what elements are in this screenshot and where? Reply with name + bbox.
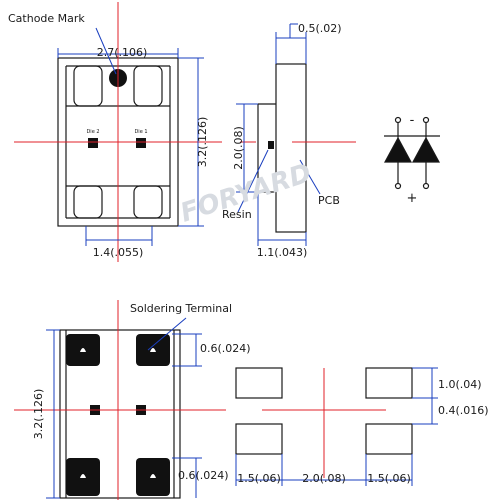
side-view bbox=[257, 63, 307, 233]
resin-label: Resin bbox=[222, 208, 252, 221]
polarity-symbol bbox=[383, 116, 441, 190]
polarity-plus: + bbox=[407, 191, 418, 206]
die-2-pad bbox=[88, 138, 98, 148]
top-view-terminal-bl bbox=[73, 185, 103, 219]
top-view-terminal-tl bbox=[73, 65, 103, 107]
land-pad-tl bbox=[235, 367, 283, 399]
dim-bottom-height: 3.2(.126) bbox=[32, 389, 45, 440]
land-pad-br bbox=[365, 423, 413, 455]
dim-pcb-mid: 2.0(.08) bbox=[302, 472, 346, 485]
die-1-pad bbox=[136, 138, 146, 148]
diode-right-icon bbox=[411, 136, 441, 163]
dim-top-height: 3.2(.126) bbox=[196, 117, 209, 168]
dimension-lines bbox=[46, 23, 438, 499]
dim-pad-top-height: 0.6(.024) bbox=[200, 342, 251, 355]
land-pad-bl bbox=[235, 423, 283, 455]
soldering-terminal-label: Soldering Terminal bbox=[130, 302, 232, 315]
die-2-label: Die 2 bbox=[86, 129, 99, 135]
dim-side-height: 2.0(.08) bbox=[232, 126, 245, 170]
pcb-land-pattern bbox=[235, 367, 413, 455]
top-view-terminal-tr bbox=[133, 65, 163, 107]
center-lines bbox=[14, 2, 386, 500]
pcb-label: PCB bbox=[318, 194, 340, 207]
diode-left-icon bbox=[383, 136, 413, 163]
die-1-label: Die 1 bbox=[134, 129, 147, 135]
dim-pad-bottom-height: 0.6(.024) bbox=[178, 469, 229, 482]
cathode-mark-label: Cathode Mark bbox=[8, 12, 85, 25]
top-view-terminal-br bbox=[133, 185, 163, 219]
land-pad-tr bbox=[365, 367, 413, 399]
dim-top-width: 2.7(.106) bbox=[97, 46, 148, 59]
polarity-minus: - bbox=[410, 113, 415, 128]
dim-pcb-pad-height: 1.0(.04) bbox=[438, 378, 482, 391]
leader-lines bbox=[95, 27, 321, 351]
bottom-view-body bbox=[59, 329, 181, 499]
dim-pcb-gap: 0.4(.016) bbox=[438, 404, 489, 417]
dim-side-width: 1.1(.043) bbox=[257, 246, 308, 259]
dim-bottom-width: 1.4(.055) bbox=[93, 246, 144, 259]
dim-side-thickness: 0.5(.02) bbox=[298, 22, 342, 35]
dim-pcb-right: 1.5(.06) bbox=[367, 472, 411, 485]
dim-pcb-left: 1.5(.06) bbox=[237, 472, 281, 485]
side-view-die bbox=[268, 141, 274, 149]
side-view-body bbox=[275, 63, 307, 233]
